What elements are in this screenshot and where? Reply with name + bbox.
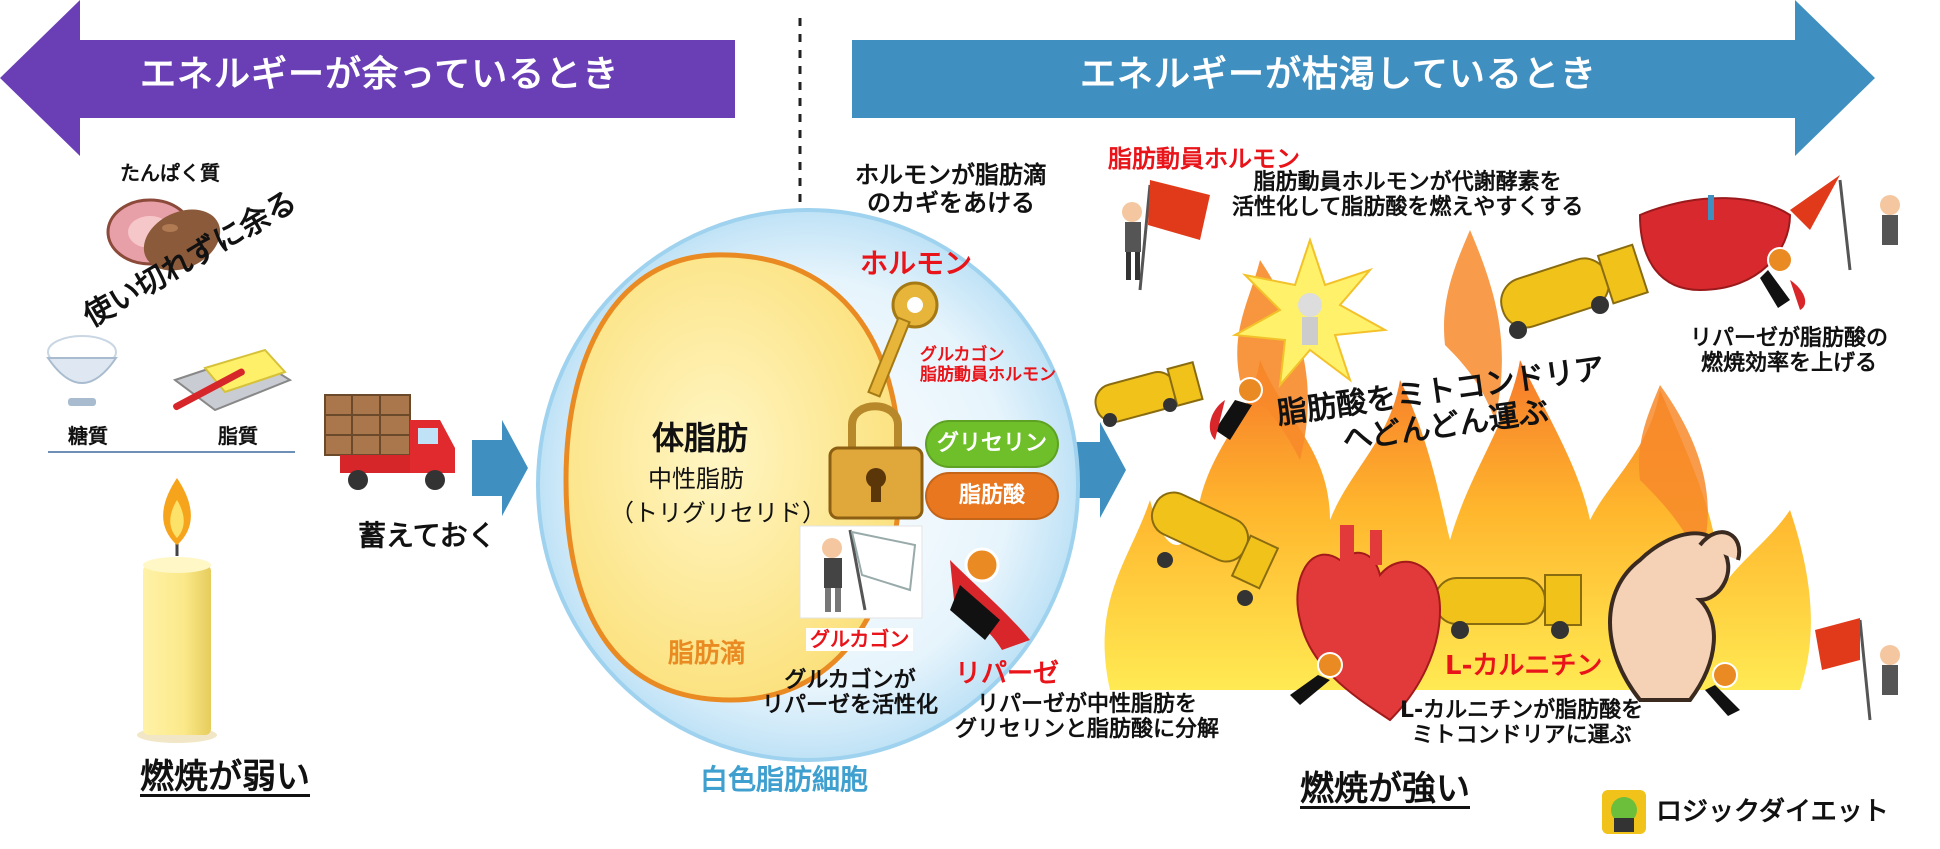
right-banner-title: エネルギーが枯渇しているとき: [1080, 54, 1597, 95]
heart-icon: [1296, 525, 1442, 722]
fat-droplet-label: 脂肪滴: [668, 639, 747, 669]
lipase-efficiency-text: リパーゼが脂肪酸の 燃焼効率を上げる: [1690, 326, 1889, 377]
glucagon-key-text: グルカゴン 脂肪動員ホルモン: [920, 345, 1056, 385]
triglyceride-label: （トリグリセリド）: [610, 499, 826, 527]
neutral-fat-label: 中性脂肪: [648, 465, 744, 493]
mobilizing-hormone-label: 脂肪動員ホルモン: [1108, 145, 1300, 173]
strong-combustion-label: 燃焼が強い: [1300, 769, 1470, 809]
brand-name: ロジックダイエット: [1656, 797, 1889, 827]
flag-person-icon: [1815, 618, 1900, 721]
hormone-key-text: ホルモンが脂肪滴 のカギをあける: [855, 161, 1047, 217]
flag-person-icon: [1790, 175, 1900, 271]
brain-logo-icon: [1602, 790, 1646, 834]
fatty-acid-pill: 脂肪酸: [925, 472, 1059, 520]
tanker-truck-icon: [1150, 491, 1280, 606]
butter-icon: [172, 348, 293, 412]
candle-icon: [137, 478, 217, 743]
white-fat-cell-caption: 白色脂肪細胞: [700, 763, 869, 796]
lipase-tag: リパーゼ: [955, 659, 1060, 689]
mobilizing-hormone-text: 脂肪動員ホルモンが代謝酵素を 活性化して脂肪酸を燃えやすくする: [1232, 170, 1584, 221]
rice-bowl-icon: [46, 335, 118, 406]
padlock-icon: [828, 402, 924, 520]
hormone-label: ホルモン: [860, 247, 973, 280]
fat-label: 脂質: [218, 424, 258, 448]
right-banner-arrow: [852, 0, 1875, 156]
left-banner-arrow: [0, 0, 735, 156]
hero-enzyme-icon: [1705, 662, 1740, 716]
carnitine-text: L-カルニチンが脂肪酸を ミトコンドリアに運ぶ: [1400, 698, 1644, 749]
store-label: 蓄えておく: [358, 519, 496, 552]
lipase-splits-text: リパーゼが中性脂肪を グリセリンと脂肪酸に分解: [955, 692, 1220, 743]
white-flag-person-icon: [799, 525, 923, 619]
tanker-truck-icon: [1094, 361, 1204, 427]
burst-figure-icon: [1231, 236, 1389, 389]
weak-combustion-label: 燃焼が弱い: [140, 757, 310, 797]
glucagon-activates-text: グルカゴンが リパーゼを活性化: [762, 668, 939, 719]
hero-enzyme-icon: [1760, 247, 1806, 310]
body-fat-label: 体脂肪: [652, 419, 749, 457]
sugar-label: 糖質: [68, 424, 108, 448]
protein-label: たんぱく質: [120, 161, 220, 185]
process-arrow-left: [472, 420, 528, 516]
glycerin-pill: グリセリン: [925, 420, 1059, 468]
delivery-truck-icon: [324, 394, 455, 490]
left-banner-title: エネルギーが余っているとき: [140, 54, 620, 95]
tanker-truck-icon: [1434, 574, 1582, 639]
process-arrow-right: [1070, 422, 1126, 518]
muscle-arm-icon: [1608, 530, 1742, 702]
hero-enzyme-icon: [950, 547, 1030, 650]
key-icon: [867, 281, 939, 398]
hero-enzyme-icon: [1209, 377, 1263, 440]
tanker-truck-icon: [1500, 243, 1649, 339]
sweet-potato-icon: [143, 209, 221, 271]
flag-person-icon: [1122, 180, 1210, 291]
hero-enzyme-icon: [1290, 652, 1343, 705]
carnitine-label: L-カルニチン: [1445, 651, 1603, 681]
glucagon-tag: グルカゴン: [806, 628, 914, 651]
